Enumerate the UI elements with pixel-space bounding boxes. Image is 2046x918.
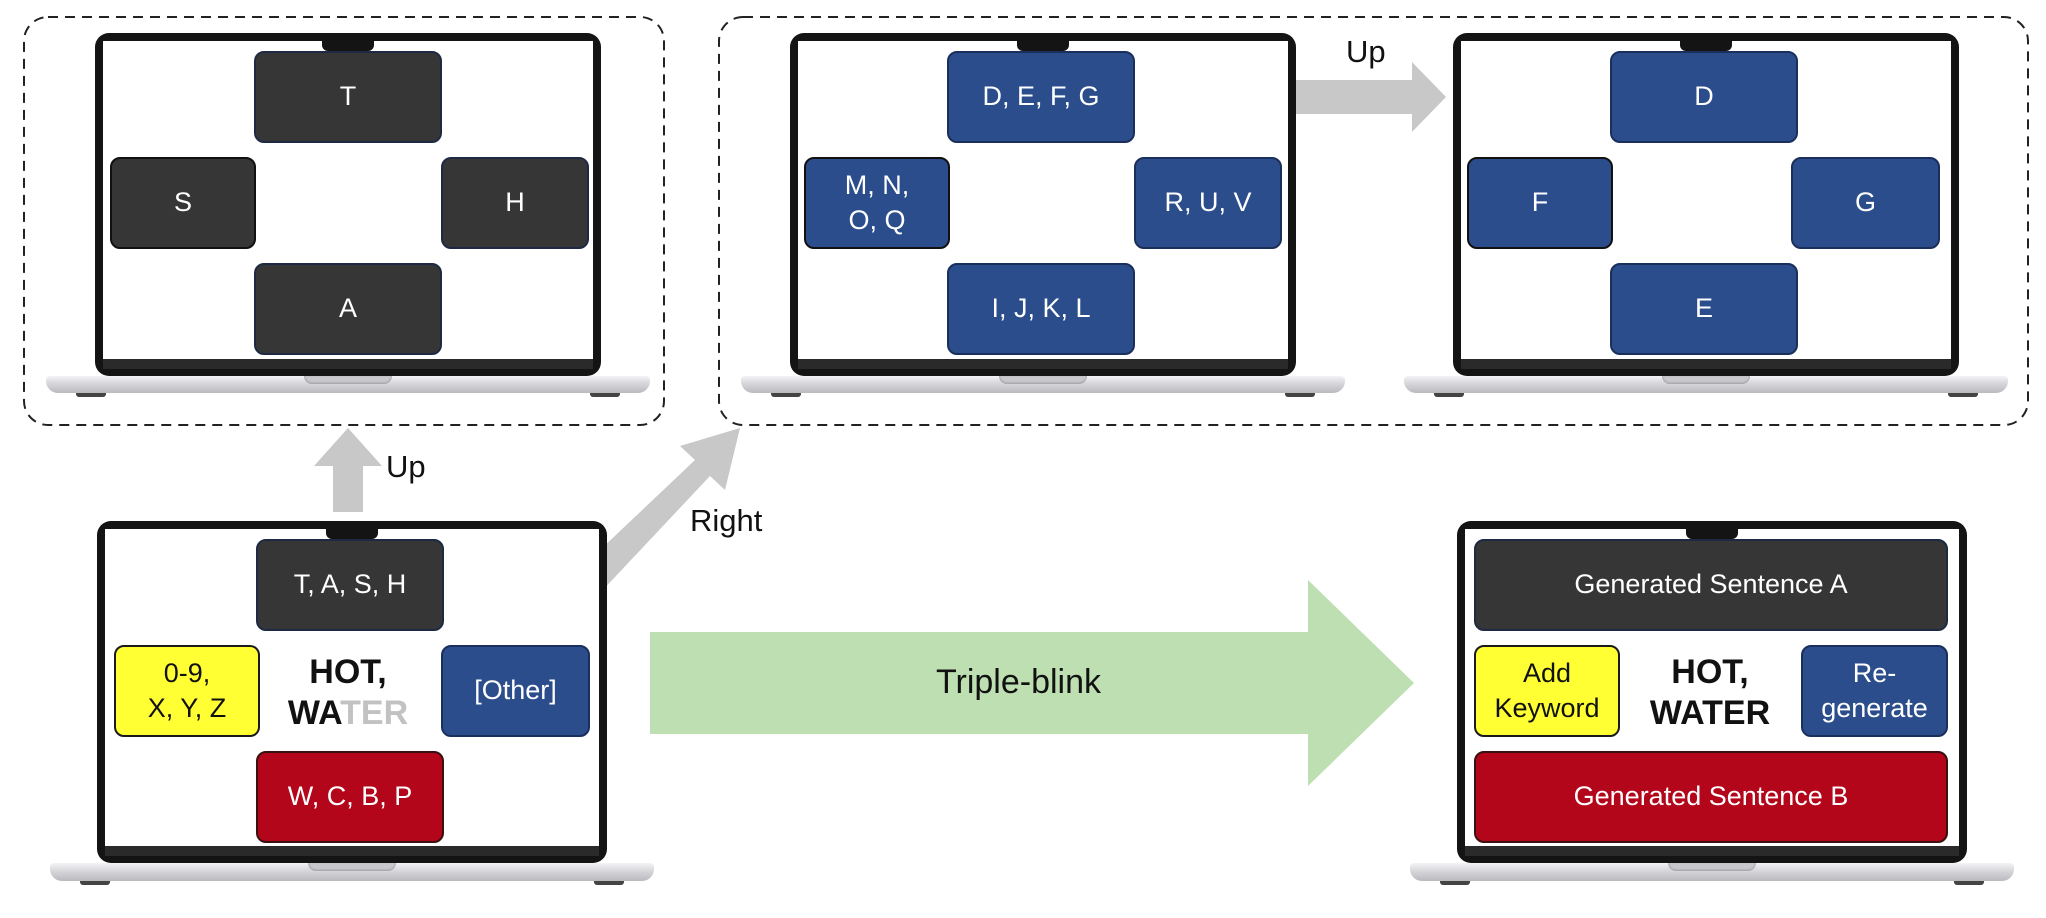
keyword-line-1: HOT, <box>1671 653 1749 691</box>
label-triple-blink: Triple-blink <box>936 663 1102 701</box>
key-left-digits-XYZ[interactable]: 0-9, X, Y, Z <box>114 645 260 737</box>
generated-sentence-a[interactable]: Generated Sentence A <box>1474 539 1948 631</box>
keyword-line-2: WATER <box>1649 693 1771 732</box>
key-down-A[interactable]: A <box>254 263 442 355</box>
key-right-G[interactable]: G <box>1791 157 1940 249</box>
triple-blink-arrow <box>650 580 1414 786</box>
key-left-F[interactable]: F <box>1467 157 1613 249</box>
key-left-MNOQ[interactable]: M, N, O, Q <box>804 157 950 249</box>
add-keyword-button[interactable]: Add Keyword <box>1474 645 1620 737</box>
label-right: Right <box>690 503 763 538</box>
key-left-S[interactable]: S <box>110 157 256 249</box>
label-up-main: Up <box>386 449 426 484</box>
typed-keywords: HOT, WATER <box>262 652 434 734</box>
key-up-T[interactable]: T <box>254 51 442 143</box>
group-right-outline <box>718 16 2029 426</box>
keyword-line-1: HOT, <box>309 653 387 691</box>
generated-sentence-b[interactable]: Generated Sentence B <box>1474 751 1948 843</box>
key-right-RUV[interactable]: R, U, V <box>1134 157 1282 249</box>
key-right-other[interactable]: [Other] <box>441 645 590 737</box>
keyword-suggested-part: TER <box>340 693 409 732</box>
keyword-typed-part: WA <box>287 693 341 732</box>
final-keywords: HOT, WATER <box>1622 652 1798 734</box>
key-down-WCBP[interactable]: W, C, B, P <box>256 751 444 843</box>
group-up-outline <box>23 16 665 426</box>
up-arrow-between-screens <box>1158 62 1446 132</box>
regenerate-button[interactable]: Re- generate <box>1801 645 1948 737</box>
label-up-right-group: Up <box>1346 34 1386 69</box>
key-down-IJKL[interactable]: I, J, K, L <box>947 263 1135 355</box>
key-up-DEFG[interactable]: D, E, F, G <box>947 51 1135 143</box>
key-down-E[interactable]: E <box>1610 263 1798 355</box>
keyword-line-2: WATER <box>262 693 434 734</box>
key-up-D[interactable]: D <box>1610 51 1798 143</box>
key-up-TASH[interactable]: T, A, S, H <box>256 539 444 631</box>
key-right-H[interactable]: H <box>441 157 589 249</box>
up-arrow <box>314 428 382 512</box>
